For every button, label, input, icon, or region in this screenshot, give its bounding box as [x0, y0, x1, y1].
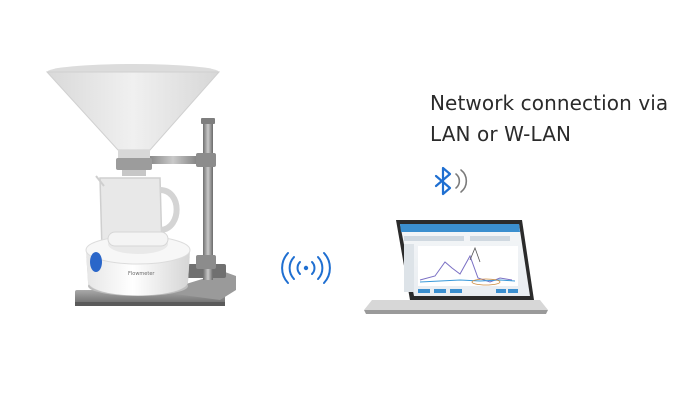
bluetooth-icon: [434, 166, 468, 196]
caption-line-2: LAN or W-LAN: [430, 122, 572, 146]
laptop: [364, 220, 548, 314]
funnel: [45, 64, 221, 176]
caption-line-1: Network connection via: [430, 91, 669, 115]
network-caption: Network connection via LAN or W-LAN: [430, 88, 668, 150]
wireless-signal-icon: [281, 252, 331, 284]
device-brand-label: Flowmeter: [128, 271, 155, 277]
stand-rod: [140, 118, 216, 280]
device-body: Flowmeter: [85, 231, 191, 296]
laptop-screen-app: [400, 224, 520, 293]
